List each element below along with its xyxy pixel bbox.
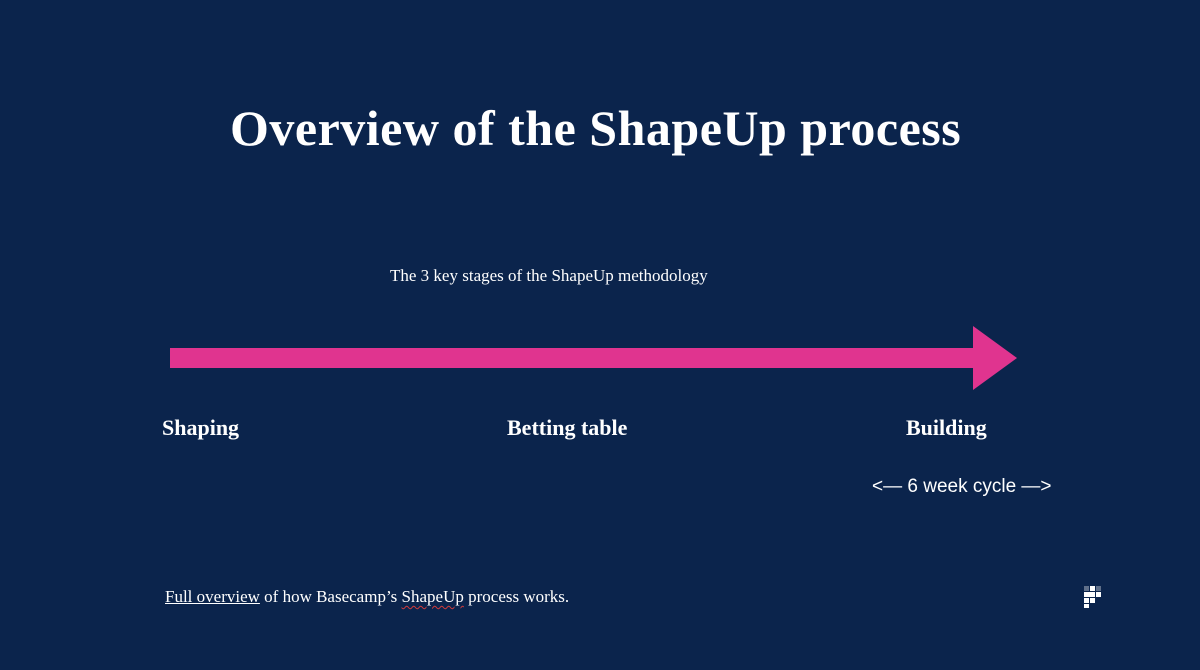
- footer-text-end: process works.: [463, 587, 570, 606]
- grid-logo-icon: [1084, 586, 1101, 608]
- slide-title: Overview of the ShapeUp process: [230, 100, 962, 156]
- stage-building: Building: [906, 415, 987, 440]
- cycle-label: <— 6 week cycle —>: [872, 476, 1052, 497]
- arrow-head: [973, 326, 1017, 390]
- stage-betting-table: Betting table: [507, 415, 628, 440]
- footer-text-between: of how Basecamp’s: [259, 587, 402, 606]
- spellcheck-flagged-word: ShapeUp: [401, 587, 464, 606]
- slide-subtitle: The 3 key stages of the ShapeUp methodol…: [390, 266, 708, 285]
- arrow-shaft: [170, 348, 978, 368]
- footer-caption: Full overview of how Basecamp’s ShapeUp …: [165, 587, 569, 607]
- stage-shaping: Shaping: [162, 415, 240, 440]
- full-overview-link[interactable]: Full overview: [165, 587, 260, 606]
